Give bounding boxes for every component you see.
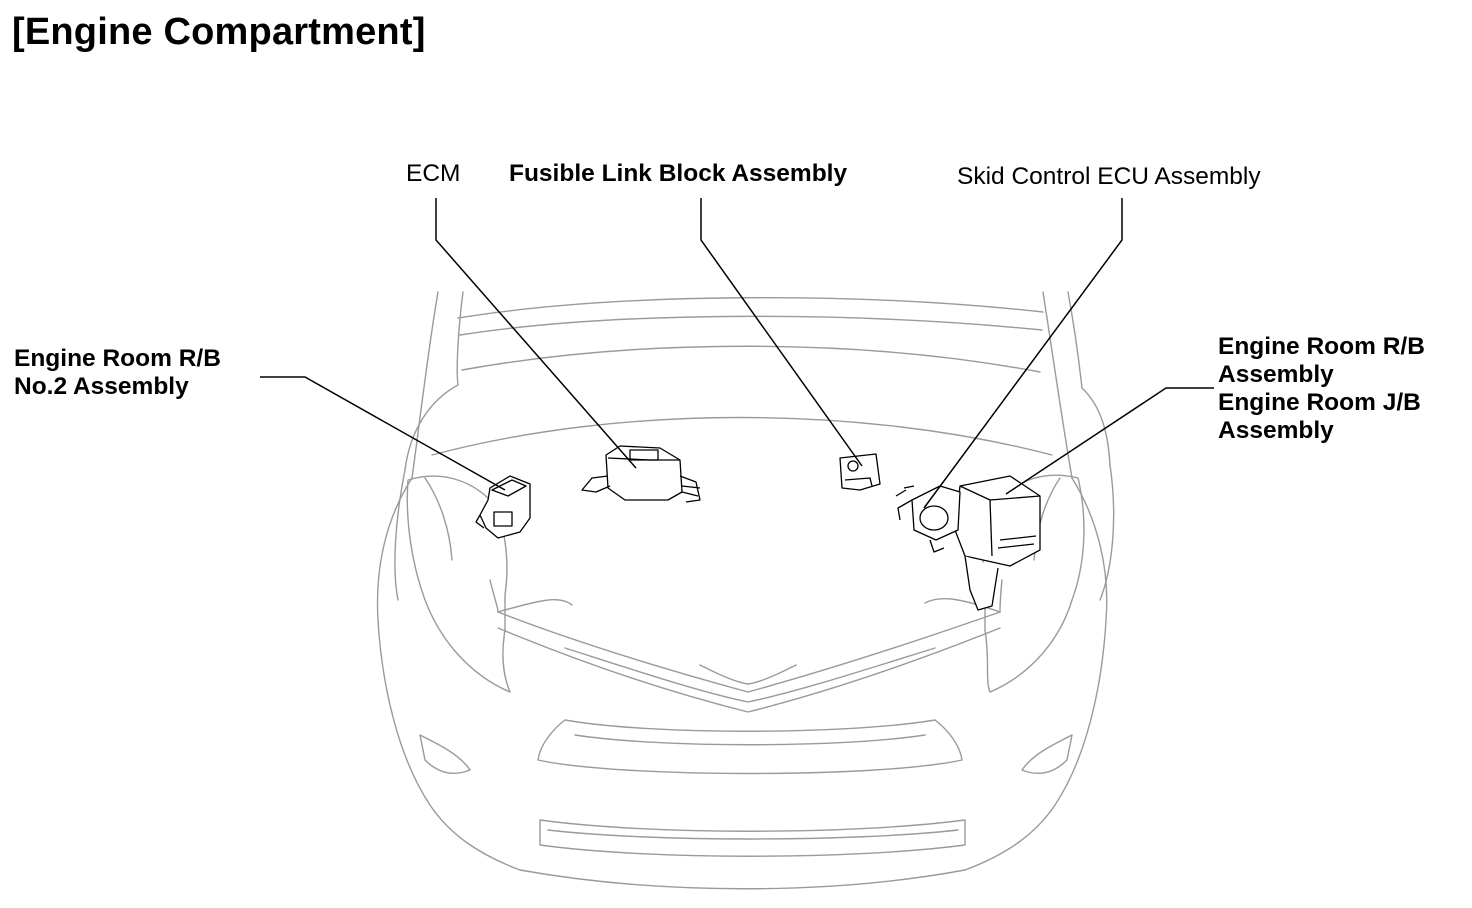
body-right-side xyxy=(965,478,1107,870)
label-engine-room-rb-line1: Engine Room R/B xyxy=(1218,333,1425,360)
rb-jb-edges xyxy=(960,486,1040,556)
lower-grille-outer xyxy=(538,720,962,774)
leader-ecm xyxy=(436,198,636,468)
label-engine-room-jb-line2: Assembly xyxy=(1218,417,1334,444)
bay-front-lip xyxy=(498,599,1000,612)
emblem-notch xyxy=(700,665,796,684)
ecm-component xyxy=(582,446,700,502)
label-ecm: ECM xyxy=(406,160,461,187)
skid-ecu-motor xyxy=(920,506,948,530)
engine-room-rb-no2-component xyxy=(476,476,530,538)
hood-front-edge xyxy=(498,612,1000,692)
left-fender-inner xyxy=(395,470,405,600)
left-a-pillar-inner xyxy=(457,292,463,385)
right-fog-lamp xyxy=(1022,735,1072,773)
ecm-wires xyxy=(682,486,700,496)
skid-control-ecu-component xyxy=(896,486,960,552)
right-a-pillar-inner xyxy=(1068,292,1082,388)
left-a-pillar-outer xyxy=(412,292,438,478)
right-fender-inner xyxy=(1100,465,1114,600)
rb-jb-ribs xyxy=(998,536,1036,548)
rb-no2-bracket xyxy=(476,515,484,528)
skid-ecu-body xyxy=(912,486,960,540)
ecm-body xyxy=(606,446,682,500)
rb-jb-lower-mount xyxy=(965,556,998,610)
grille-upper-line xyxy=(498,628,1000,712)
page-title: [Engine Compartment] xyxy=(12,11,426,53)
hood-opening-rear xyxy=(432,418,1052,456)
label-fusible-link-block: Fusible Link Block Assembly xyxy=(509,160,848,187)
vehicle-body-outline xyxy=(377,292,1113,889)
lower-grille-inner xyxy=(575,735,925,745)
left-fog-lamp xyxy=(420,735,470,773)
leader-engine-room-rb-jb xyxy=(1006,388,1214,494)
leader-lines xyxy=(260,198,1214,508)
bay-right-edge xyxy=(1000,580,1002,612)
rb-no2-connector xyxy=(494,512,512,526)
hood-right-edge xyxy=(1082,388,1110,465)
rb-no2-top xyxy=(492,480,526,496)
body-left-side xyxy=(377,478,520,870)
windshield-base xyxy=(458,298,1043,318)
skid-ecu-bracket xyxy=(930,540,944,552)
label-engine-room-rb-no2-line1: Engine Room R/B xyxy=(14,345,221,372)
fusible-link-body xyxy=(840,454,880,490)
hood-left-edge xyxy=(405,385,458,470)
ecm-left-bracket xyxy=(582,476,610,492)
label-engine-room-rb-jb: Engine Room R/B Assembly Engine Room J/B… xyxy=(1218,333,1425,445)
components xyxy=(476,446,1040,610)
leader-fusible-link xyxy=(701,198,862,466)
fusible-link-bolt xyxy=(848,461,858,471)
bottom-intake xyxy=(540,820,965,856)
fusible-link-base xyxy=(845,478,872,486)
rb-no2-body xyxy=(480,476,530,538)
right-a-pillar-outer xyxy=(1043,292,1072,478)
ecm-right-bracket xyxy=(680,476,700,502)
leader-skid-control xyxy=(924,198,1122,508)
bay-left-edge xyxy=(490,580,498,612)
grille-emblem-line xyxy=(565,648,935,702)
skid-ecu-pipes xyxy=(896,486,914,520)
leader-engine-room-rb-no2 xyxy=(260,377,505,490)
ecm-connector xyxy=(630,450,658,460)
label-skid-control-ecu: Skid Control ECU Assembly xyxy=(957,163,1261,190)
label-engine-room-jb-line1: Engine Room J/B xyxy=(1218,389,1421,416)
label-engine-room-rb-line2: Assembly xyxy=(1218,361,1334,388)
cowl-panel xyxy=(460,316,1042,335)
front-bumper-bottom xyxy=(520,870,965,889)
label-engine-room-rb-no2: Engine Room R/B No.2 Assembly xyxy=(14,345,221,401)
engine-room-rb-jb-component xyxy=(955,476,1040,610)
left-headlight-detail xyxy=(425,478,452,560)
rb-jb-body xyxy=(955,476,1040,566)
bottom-intake-slat xyxy=(548,830,958,839)
fusible-link-block-component xyxy=(840,454,880,490)
label-engine-room-rb-no2-line2: No.2 Assembly xyxy=(14,373,189,400)
